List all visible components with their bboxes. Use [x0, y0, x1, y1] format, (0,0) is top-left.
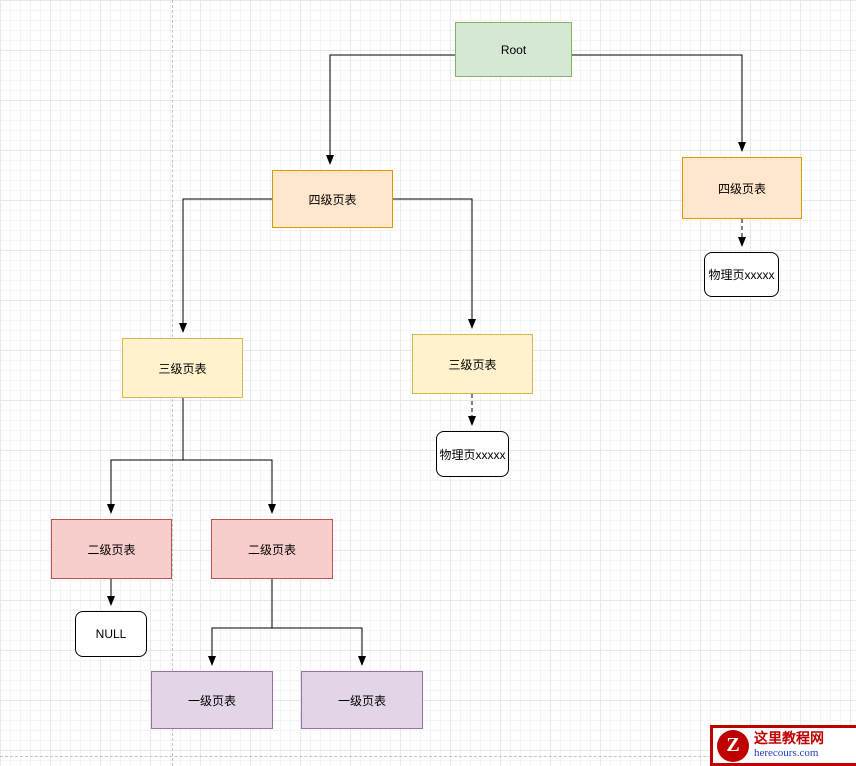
- node-level3-left: 三级页表: [122, 338, 243, 398]
- edge-l4left-to-l3mid: [393, 198, 476, 329]
- site-name: 这里教程网: [754, 731, 824, 747]
- node-level1-right: 一级页表: [301, 671, 423, 729]
- edge-l3left-to-l2right: [183, 459, 276, 514]
- site-logo-icon: Z: [717, 729, 749, 762]
- node-physical-page-middle: 物理页xxxxx: [436, 431, 509, 477]
- node-null: NULL: [75, 611, 147, 657]
- node-physical-page-right: 物理页xxxxx: [704, 252, 779, 297]
- node-level4-right: 四级页表: [682, 157, 802, 219]
- node-root: Root: [455, 22, 572, 77]
- node-level2-right: 二级页表: [211, 519, 333, 579]
- node-level2-left: 二级页表: [51, 519, 172, 579]
- page-break-horizontal-line: [0, 756, 856, 757]
- edge-l2right-to-l1left: [208, 627, 272, 666]
- site-watermark-text: 这里教程网 herecours.com: [754, 732, 824, 759]
- edge-l2right-to-l1right: [272, 627, 366, 666]
- node-level3-middle: 三级页表: [412, 334, 533, 394]
- site-url[interactable]: herecours.com: [754, 747, 819, 760]
- edge-l4left-to-l3left: [179, 198, 272, 333]
- edge-root-to-l4-right: [572, 54, 746, 152]
- edge-root-to-l4-left: [326, 54, 455, 165]
- node-level4-left: 四级页表: [272, 170, 393, 228]
- node-level1-left: 一级页表: [151, 671, 273, 729]
- site-watermark[interactable]: Z 这里教程网 herecours.com: [710, 725, 856, 766]
